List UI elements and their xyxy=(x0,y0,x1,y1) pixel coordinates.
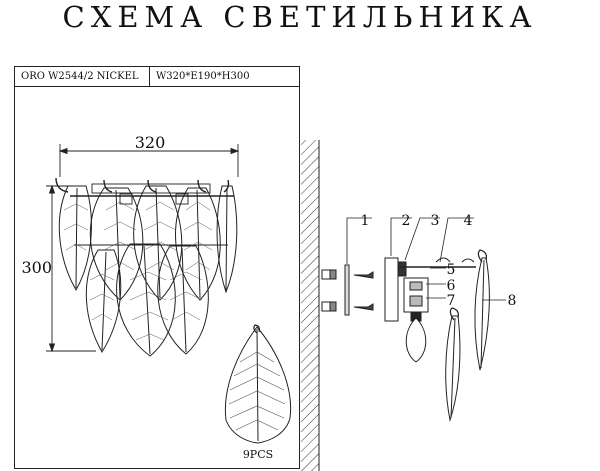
callout-7: 7 xyxy=(447,293,456,309)
side-leaf-left xyxy=(445,315,461,422)
side-leaf-right xyxy=(474,257,490,371)
bulb-holder-right xyxy=(175,193,189,205)
height-arrows xyxy=(48,184,56,353)
base-connector xyxy=(397,261,407,277)
socket-terminal xyxy=(409,281,423,291)
callout-8: 8 xyxy=(508,293,517,309)
callout-6: 6 xyxy=(447,278,456,294)
model-name: ORO W2544/2 NICKEL xyxy=(15,67,150,87)
wall-hatching xyxy=(301,140,319,471)
leaf-count-label: 9PCS xyxy=(243,448,273,461)
leaf-midrib xyxy=(256,328,259,442)
callout-5: 5 xyxy=(447,262,456,278)
height-label: 300 xyxy=(21,258,52,277)
callout-4: 4 xyxy=(464,213,473,229)
bulb-holder-left xyxy=(119,193,133,205)
leaf-veins xyxy=(63,201,213,341)
page-title: СХЕМА СВЕТИЛЬНИКА xyxy=(62,0,538,34)
leader-lines xyxy=(346,217,506,301)
front-view xyxy=(46,144,240,357)
leaf-detail-veins xyxy=(228,351,286,431)
callout-3: 3 xyxy=(431,213,440,229)
screws xyxy=(321,269,374,312)
bottom-leaves xyxy=(85,243,209,357)
leaf-detail xyxy=(224,324,292,444)
leaf-hook xyxy=(253,324,261,334)
candle-bulb xyxy=(405,317,427,363)
canopy-bar xyxy=(91,183,211,194)
callout-2: 2 xyxy=(402,213,411,229)
top-leaves xyxy=(58,185,238,301)
overall-dimensions: W320*E190*H300 xyxy=(150,67,299,87)
socket-shell xyxy=(409,295,423,307)
side-view xyxy=(301,140,506,471)
width-label: 320 xyxy=(135,133,166,152)
leaf-hooks xyxy=(55,177,230,193)
arm-hooks xyxy=(435,257,475,263)
mounting-plate xyxy=(344,264,350,316)
wall-base xyxy=(384,257,399,322)
callout-1: 1 xyxy=(361,213,370,229)
info-frame: ORO W2544/2 NICKEL W320*E190*H300 xyxy=(14,66,300,469)
width-arrows xyxy=(58,147,240,155)
leaf-outline xyxy=(224,326,292,444)
